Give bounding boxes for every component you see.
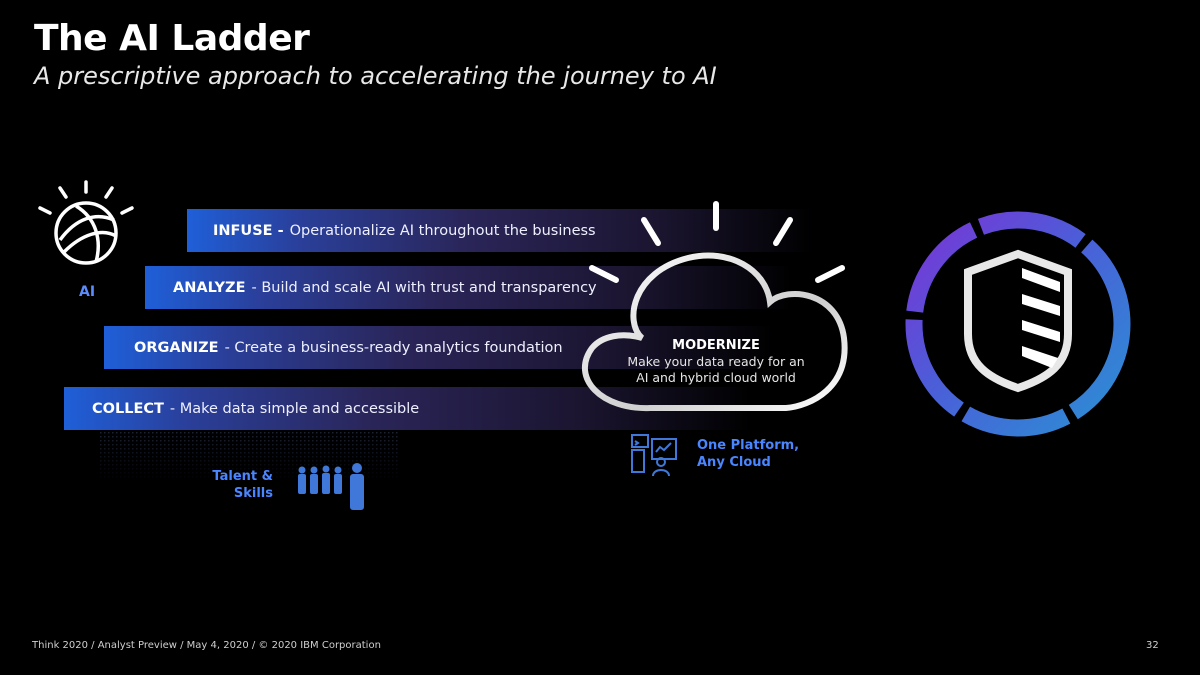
rung-infuse: INFUSE - Operationalize AI throughout th… bbox=[187, 209, 813, 252]
modernize-title: MODERNIZE bbox=[672, 338, 760, 353]
shield-ring-icon bbox=[905, 211, 1131, 437]
watson-ai-icon bbox=[38, 180, 134, 265]
rung-infuse-label: INFUSE - bbox=[213, 222, 284, 239]
footer-text: Think 2020 / Analyst Preview / May 4, 20… bbox=[32, 640, 381, 651]
page-subtitle: A prescriptive approach to accelerating … bbox=[34, 62, 717, 90]
talent-line2: Skills bbox=[233, 486, 273, 501]
rung-analyze-desc: - Build and scale AI with trust and tran… bbox=[251, 279, 597, 296]
rung-analyze: ANALYZE - Build and scale AI with trust … bbox=[145, 266, 793, 309]
rung-collect-desc: - Make data simple and accessible bbox=[169, 400, 420, 417]
rung-infuse-desc: Operationalize AI throughout the busines… bbox=[289, 222, 596, 239]
rung-organize: ORGANIZE - Create a business-ready analy… bbox=[104, 326, 774, 369]
talent-skills-label: Talent & Skills bbox=[205, 468, 273, 502]
cloud-icon bbox=[582, 201, 848, 412]
page-number: 32 bbox=[1146, 640, 1159, 651]
platform-line2: Any Cloud bbox=[697, 455, 771, 470]
modernize-desc: Make your data ready for an AI and hybri… bbox=[627, 354, 805, 385]
rung-analyze-label: ANALYZE bbox=[173, 279, 246, 296]
platform-label: One Platform, Any Cloud bbox=[697, 437, 799, 471]
page-title: The AI Ladder bbox=[34, 18, 310, 59]
floor-grid bbox=[100, 432, 400, 482]
talent-line1: Talent & bbox=[212, 469, 273, 484]
people-icon bbox=[298, 463, 364, 510]
platform-line1: One Platform, bbox=[697, 438, 800, 453]
platform-icon bbox=[631, 434, 677, 477]
ai-label: AI bbox=[79, 284, 96, 300]
rung-organize-label: ORGANIZE bbox=[134, 339, 219, 356]
rung-organize-desc: - Create a business-ready analytics foun… bbox=[224, 339, 563, 356]
rung-collect-label: COLLECT bbox=[92, 400, 164, 417]
